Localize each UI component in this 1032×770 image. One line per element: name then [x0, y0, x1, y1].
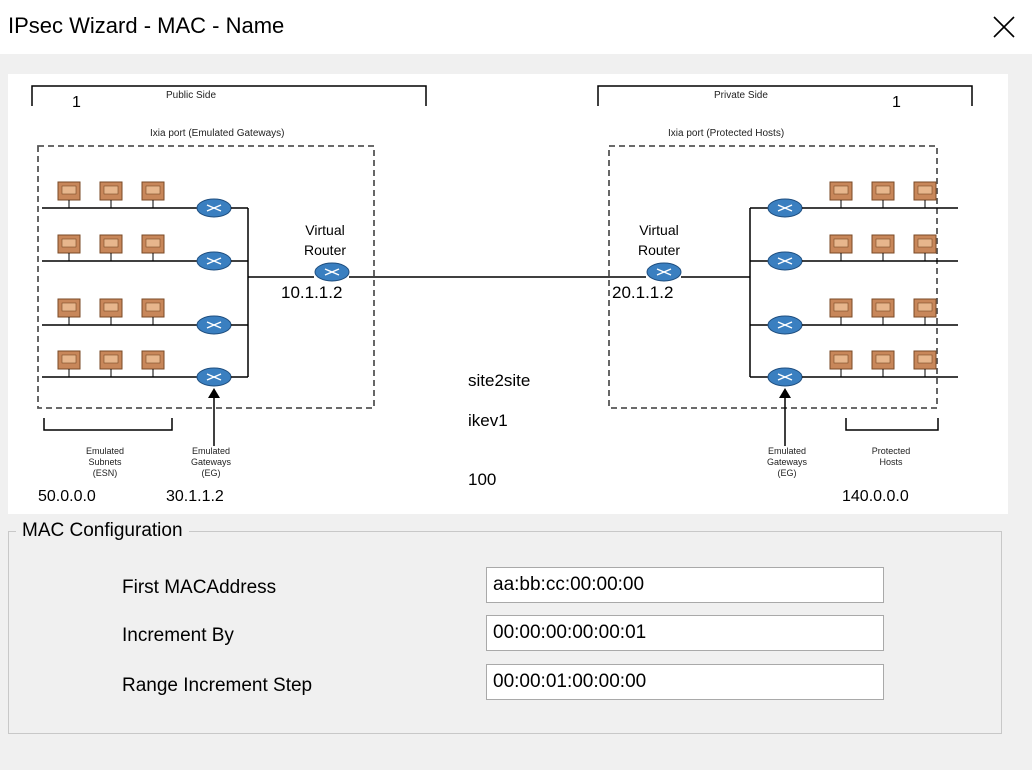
right-gateway-router-2-arrow-b	[777, 321, 793, 329]
right-host-3-2-screen	[917, 354, 933, 364]
protected-ip: 140.0.0.0	[842, 488, 909, 505]
public-side-bracket	[31, 85, 427, 106]
right-gateway-router-1-arrow-b	[777, 257, 793, 265]
left-virtual-router-arrow-b	[324, 268, 340, 276]
right-host-2-1-screen	[875, 302, 891, 312]
range-increment-step-input[interactable]	[486, 664, 884, 700]
left-gateway-router-2-arrow-b	[206, 321, 222, 329]
private-count: 1	[892, 94, 901, 111]
left-gateway-router-0-arrow-b	[206, 204, 222, 212]
first-mac-input[interactable]	[486, 567, 884, 603]
public-side-label: Public Side	[166, 90, 217, 101]
left-host-2-1-screen	[103, 302, 119, 312]
left-host-1-0-screen	[61, 238, 77, 248]
private-port-box	[608, 145, 938, 409]
ike-version-label: ikev1	[468, 411, 508, 430]
left-host-3-2-screen	[145, 354, 161, 364]
private-side-bracket	[597, 85, 973, 106]
emulated-gateways-left-label: Emulated Gateways (EG)	[190, 446, 232, 478]
range-increment-step-label: Range Increment Step	[122, 675, 313, 696]
network-diagram: Public Side Private Side 1 1 Ixia port (…	[8, 74, 1008, 514]
left-host-0-2-screen	[145, 185, 161, 195]
close-icon	[993, 16, 1015, 38]
emulated-gateways-right-label: Emulated Gateways (EG)	[766, 446, 808, 478]
right-router-ip: 20.1.1.2	[612, 283, 674, 302]
right-host-3-1-screen	[875, 354, 891, 364]
left-host-1-1-screen	[103, 238, 119, 248]
title-bar: IPsec Wizard - MAC - Name	[0, 0, 1032, 54]
virtual-router-right-label: Virtual Router	[638, 222, 681, 258]
right-host-1-1-screen	[875, 238, 891, 248]
right-gateway-router-0-arrow-b	[777, 204, 793, 212]
virtual-router-left-label: Virtual Router	[304, 222, 347, 258]
right-virtual-router-arrow-b	[656, 268, 672, 276]
left-router-ip: 10.1.1.2	[281, 283, 343, 302]
right-gateway-arrowhead	[779, 388, 791, 398]
left-host-0-0-screen	[61, 185, 77, 195]
mac-configuration-legend: MAC Configuration	[16, 519, 189, 543]
left-host-0-1-screen	[103, 185, 119, 195]
left-host-3-1-screen	[103, 354, 119, 364]
right-host-0-0-screen	[833, 185, 849, 195]
network-topology-drawing	[31, 85, 973, 446]
protected-hosts-bracket	[845, 418, 939, 431]
window-title: IPsec Wizard - MAC - Name	[8, 13, 285, 38]
topology-label: site2site	[468, 371, 531, 390]
close-button[interactable]	[976, 0, 1032, 54]
emulated-subnets-bracket	[43, 418, 173, 431]
right-gateway-router-3-arrow-b	[777, 373, 793, 381]
subnet-ip: 50.0.0.0	[38, 488, 96, 505]
right-host-1-2-screen	[917, 238, 933, 248]
increment-by-label: Increment By	[122, 625, 234, 646]
public-port-box	[37, 145, 375, 409]
left-host-1-2-screen	[145, 238, 161, 248]
public-count: 1	[72, 94, 81, 111]
private-side-label: Private Side	[714, 90, 768, 101]
left-host-2-2-screen	[145, 302, 161, 312]
emulated-subnets-label: Emulated Subnets (ESN)	[85, 446, 125, 478]
right-host-0-2-screen	[917, 185, 933, 195]
count-label: 100	[468, 470, 497, 489]
protected-hosts-label: Protected Hosts	[871, 446, 911, 467]
increment-by-input[interactable]	[486, 615, 884, 651]
right-host-0-1-screen	[875, 185, 891, 195]
left-gateway-arrowhead	[208, 388, 220, 398]
right-host-2-2-screen	[917, 302, 933, 312]
mac-configuration-group	[8, 531, 1002, 734]
left-gateway-router-1-arrow-b	[206, 257, 222, 265]
first-mac-label: First MACAddress	[122, 577, 277, 598]
right-host-3-0-screen	[833, 354, 849, 364]
left-host-3-0-screen	[61, 354, 77, 364]
left-host-2-0-screen	[61, 302, 77, 312]
right-host-2-0-screen	[833, 302, 849, 312]
private-port-label: Ixia port (Protected Hosts)	[668, 128, 785, 139]
left-gateway-router-3-arrow-b	[206, 373, 222, 381]
right-host-1-0-screen	[833, 238, 849, 248]
public-port-label: Ixia port (Emulated Gateways)	[150, 128, 285, 139]
gateway-ip: 30.1.1.2	[166, 488, 224, 505]
